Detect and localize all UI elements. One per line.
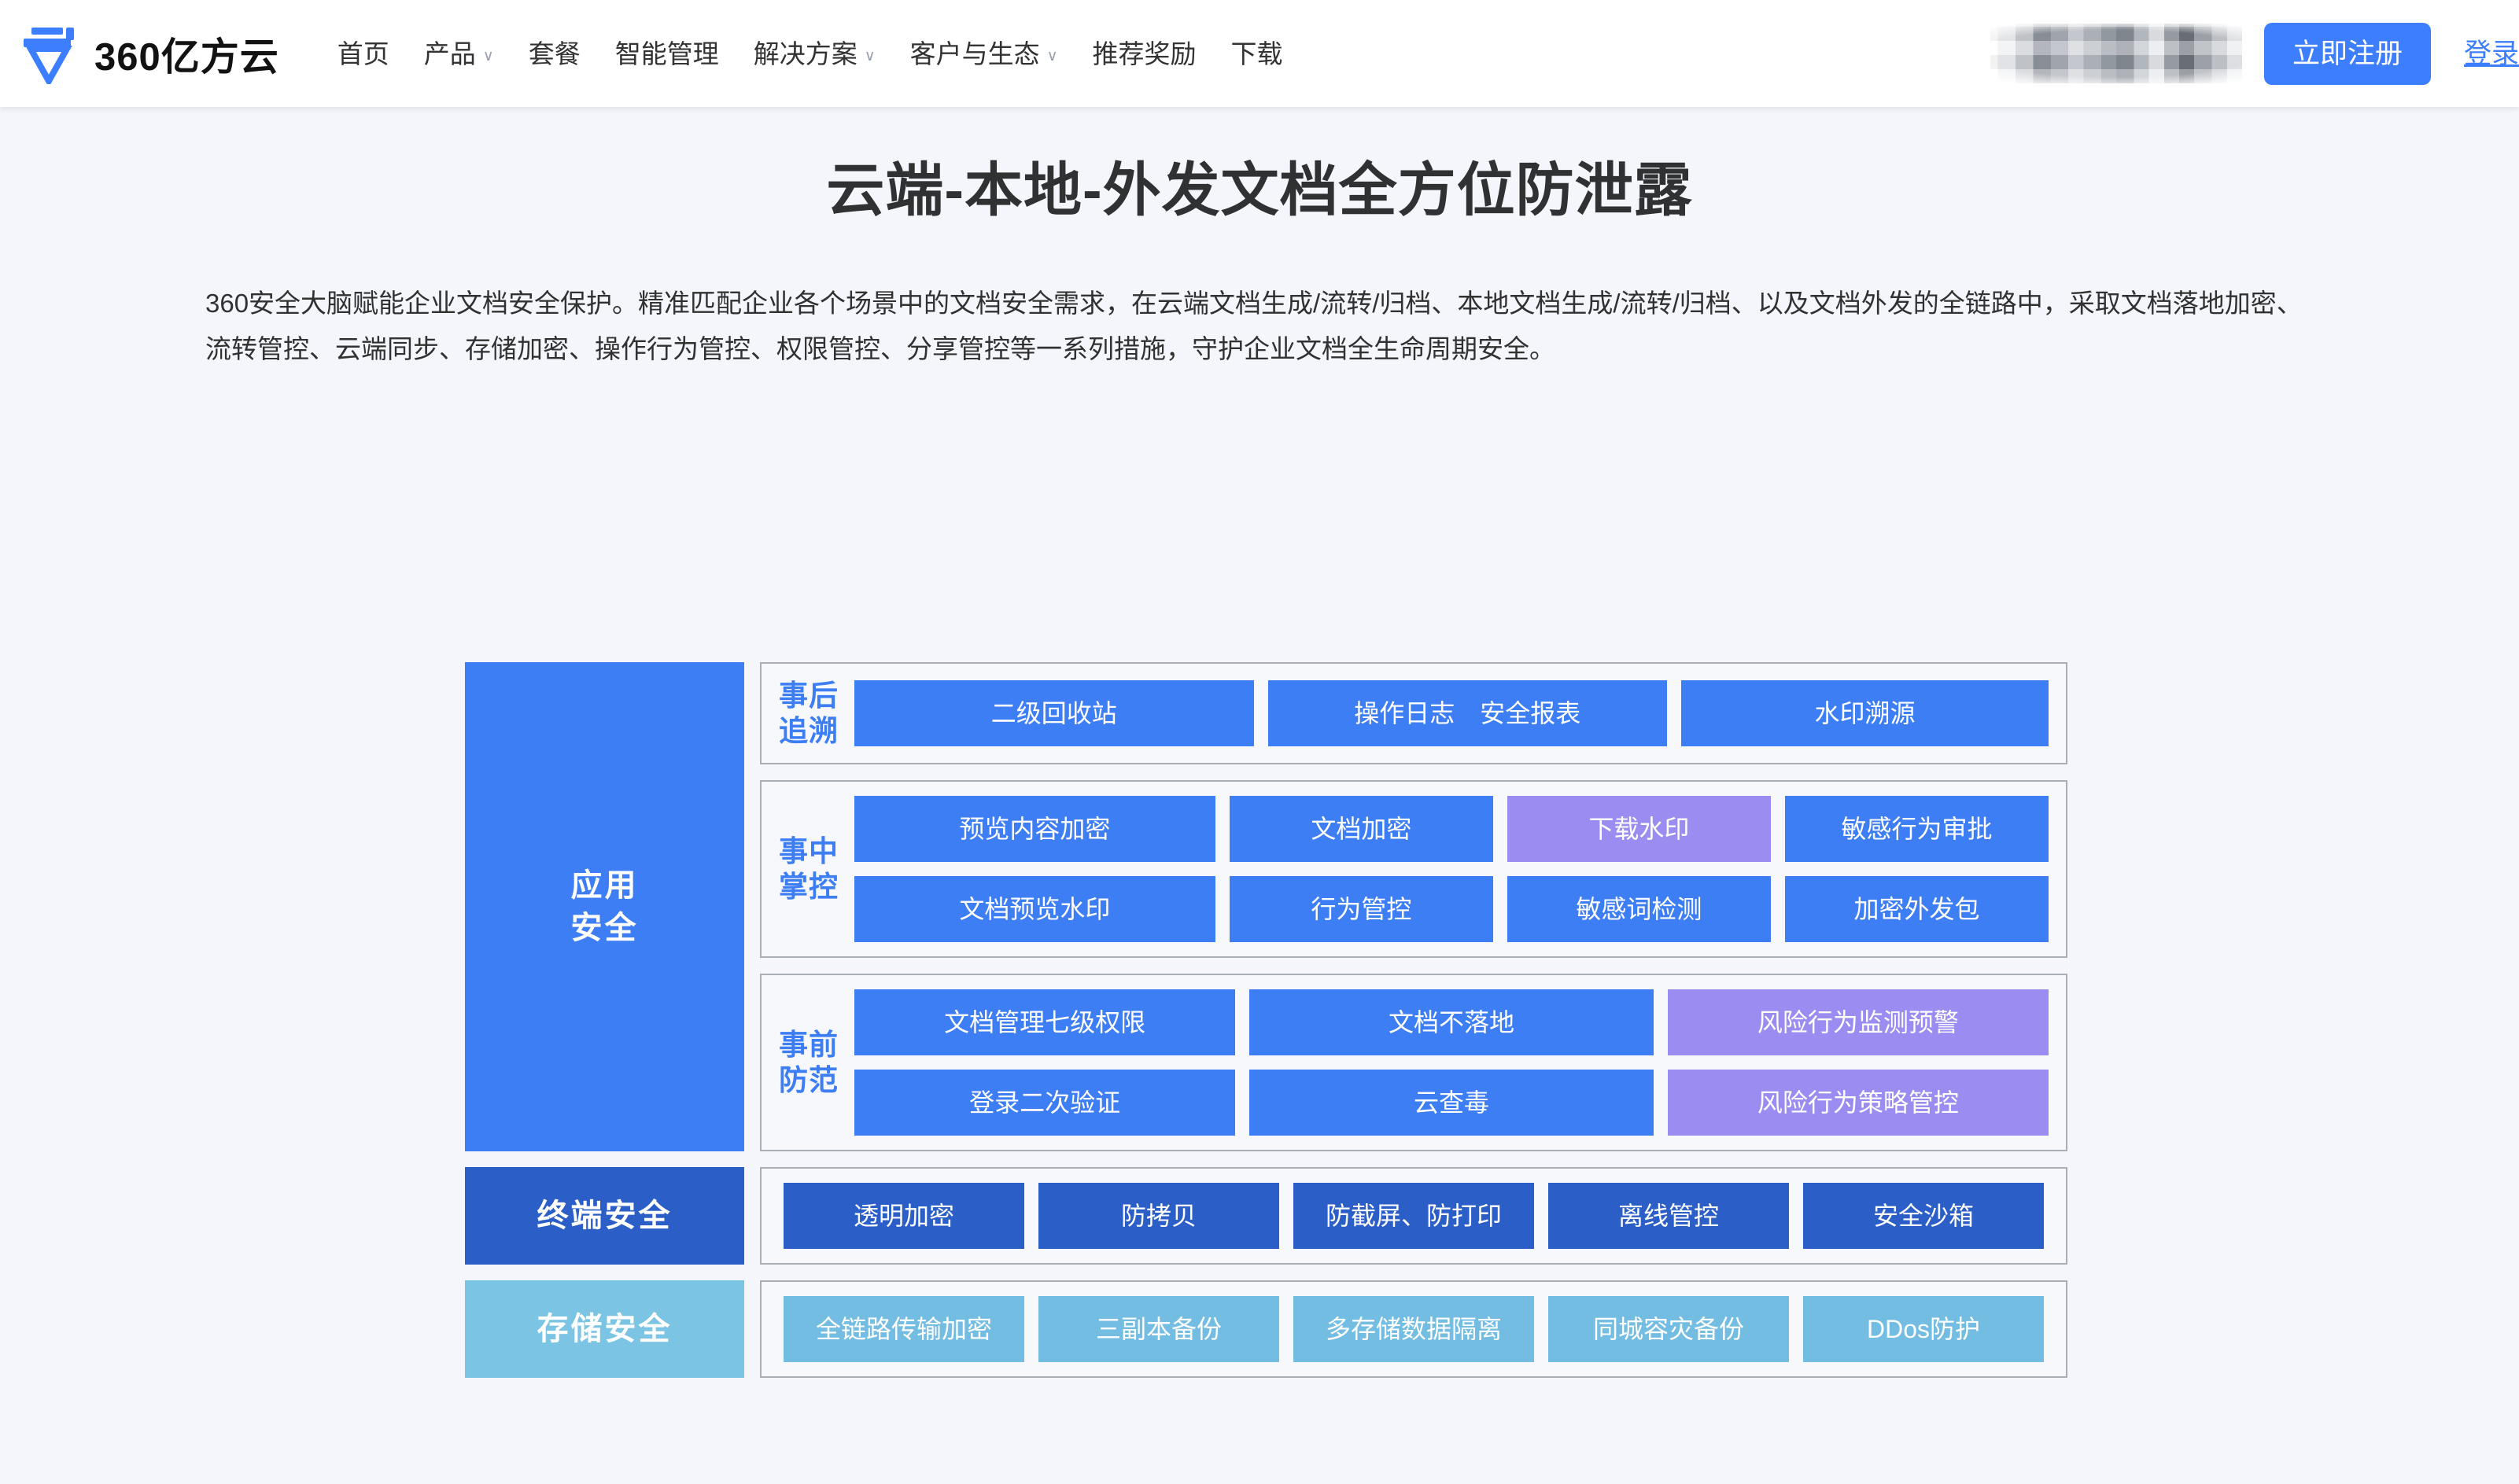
capability-cell[interactable]: 三副本备份 — [1038, 1296, 1279, 1363]
capability-cell[interactable]: 敏感词检测 — [1507, 876, 1771, 943]
capability-cell[interactable]: 登录二次验证 — [854, 1070, 1236, 1136]
brand-name: 360亿方云 — [94, 35, 279, 79]
capability-cell[interactable]: 风险行为策略管控 — [1667, 1070, 2049, 1136]
capability-cell[interactable]: 防截屏、防打印 — [1293, 1183, 1534, 1250]
tier-label-终端安全[interactable]: 终端安全 — [465, 1167, 744, 1265]
capability-cell[interactable]: 文档不落地 — [1249, 989, 1654, 1056]
brand-logo[interactable]: 360亿方云 — [20, 23, 279, 84]
capability-cell[interactable]: 预览内容加密 — [854, 796, 1215, 863]
tier-groups: 透明加密防拷贝防截屏、防打印离线管控安全沙箱 — [760, 1167, 2067, 1265]
site-header: 360亿方云 首页 产品 ∨ 套餐 智能管理 解决方案 ∨ 客户与生态 ∨ 推荐… — [0, 0, 2519, 107]
arch-tier-1: 应用 安全事后 追溯二级回收站操作日志 安全报表水印溯源事中 掌控预览内容加密文… — [465, 662, 2067, 1152]
nav-item-smart-management[interactable]: 智能管理 — [598, 41, 736, 67]
tier-label-应用安全[interactable]: 应用 安全 — [465, 662, 744, 1152]
nav-item-solutions[interactable]: 解决方案 ∨ — [736, 41, 893, 67]
nav-item-home[interactable]: 首页 — [320, 41, 407, 67]
chevron-down-icon: ∨ — [1046, 47, 1058, 64]
group-box-事后追溯: 事后 追溯二级回收站操作日志 安全报表水印溯源 — [760, 662, 2067, 765]
capability-cell[interactable]: DDos防护 — [1803, 1296, 2044, 1363]
nav-label: 产品 — [423, 39, 476, 68]
capability-grid: 预览内容加密文档加密下载水印敏感行为审批文档预览水印行为管控敏感词检测加密外发包 — [854, 796, 2049, 943]
capability-cell[interactable]: 透明加密 — [784, 1183, 1024, 1250]
capability-cell[interactable]: 行为管控 — [1229, 876, 1493, 943]
nav-label: 解决方案 — [753, 39, 857, 68]
nav-item-packages[interactable]: 套餐 — [511, 41, 598, 67]
capability-cell[interactable]: 水印溯源 — [1681, 680, 2049, 747]
group-box-事前防范: 事前 防范文档管理七级权限文档不落地风险行为监测预警登录二次验证云查毒风险行为策… — [760, 974, 2067, 1152]
capability-cell[interactable]: 多存储数据隔离 — [1293, 1296, 1534, 1363]
nav-label: 下载 — [1230, 39, 1283, 68]
tier-groups: 事后 追溯二级回收站操作日志 安全报表水印溯源事中 掌控预览内容加密文档加密下载… — [760, 662, 2067, 1152]
nav-label: 智能管理 — [614, 39, 719, 68]
capability-cell[interactable]: 离线管控 — [1548, 1183, 1789, 1250]
login-link[interactable]: 登录 — [2463, 38, 2519, 69]
nav-item-customers-ecosystem[interactable]: 客户与生态 ∨ — [893, 41, 1075, 67]
capability-cell[interactable]: 敏感行为审批 — [1784, 796, 2049, 863]
nav-item-referral-rewards[interactable]: 推荐奖励 — [1075, 41, 1214, 67]
stage-label-事前防范: 事前 防范 — [779, 1029, 839, 1097]
nav-label: 套餐 — [528, 39, 581, 68]
nav-item-products[interactable]: 产品 ∨ — [407, 41, 511, 67]
register-button[interactable]: 立即注册 — [2263, 22, 2431, 85]
arch-tier-2: 终端安全透明加密防拷贝防截屏、防打印离线管控安全沙箱 — [465, 1167, 2067, 1265]
capability-cell[interactable]: 云查毒 — [1249, 1070, 1654, 1136]
brand-shield-pen-icon — [24, 28, 74, 84]
page-title: 云端-本地-外发文档全方位防泄露 — [826, 157, 1693, 223]
capability-cell[interactable]: 安全沙箱 — [1803, 1183, 2044, 1250]
capability-cell[interactable]: 加密外发包 — [1784, 876, 2049, 943]
chevron-down-icon: ∨ — [864, 47, 876, 64]
capability-cell[interactable]: 防拷贝 — [1038, 1183, 1279, 1250]
page-description: 360安全大脑赋能企业文档安全保护。精准匹配企业各个场景中的文档安全需求，在云端… — [205, 288, 2303, 363]
group-box-事中掌控: 事中 掌控预览内容加密文档加密下载水印敏感行为审批文档预览水印行为管控敏感词检测… — [760, 780, 2067, 959]
capability-cell[interactable]: 文档预览水印 — [854, 876, 1215, 943]
nav-label: 客户与生态 — [909, 39, 1040, 68]
capability-cell[interactable]: 风险行为监测预警 — [1667, 989, 2049, 1056]
capability-cell[interactable]: 文档管理七级权限 — [854, 989, 1236, 1056]
capability-cell[interactable]: 操作日志 安全报表 — [1267, 680, 1668, 747]
capability-cell[interactable]: 二级回收站 — [854, 680, 1254, 747]
nav-item-download[interactable]: 下载 — [1214, 41, 1300, 67]
capability-cell[interactable]: 下载水印 — [1507, 796, 1771, 863]
header-actions: 立即注册 登录 — [1990, 22, 2519, 85]
chevron-down-icon: ∨ — [482, 47, 494, 64]
capability-grid: 二级回收站操作日志 安全报表水印溯源 — [854, 680, 2049, 747]
nav-label: 首页 — [337, 39, 389, 68]
capability-grid: 文档管理七级权限文档不落地风险行为监测预警登录二次验证云查毒风险行为策略管控 — [854, 989, 2049, 1136]
group-box-终端安全: 透明加密防拷贝防截屏、防打印离线管控安全沙箱 — [760, 1167, 2067, 1265]
redacted-user-region — [1990, 24, 2242, 83]
stage-label-事后追溯: 事后 追溯 — [779, 679, 839, 748]
page-body: 云端-本地-外发文档全方位防泄露 360安全大脑赋能企业文档安全保护。精准匹配企… — [0, 107, 2519, 1484]
tier-label-存储安全[interactable]: 存储安全 — [465, 1280, 744, 1379]
capability-grid: 透明加密防拷贝防截屏、防打印离线管控安全沙箱 — [784, 1183, 2044, 1250]
capability-cell[interactable]: 同城容灾备份 — [1548, 1296, 1789, 1363]
nav-label: 推荐奖励 — [1092, 39, 1197, 68]
architecture-diagram: 应用 安全事后 追溯二级回收站操作日志 安全报表水印溯源事中 掌控预览内容加密文… — [465, 662, 2067, 1379]
capability-cell[interactable]: 文档加密 — [1229, 796, 1493, 863]
stage-label-事中掌控: 事中 掌控 — [779, 835, 839, 904]
main-navigation: 首页 产品 ∨ 套餐 智能管理 解决方案 ∨ 客户与生态 ∨ 推荐奖励 下载 — [320, 41, 1300, 67]
capability-cell[interactable]: 全链路传输加密 — [784, 1296, 1024, 1363]
